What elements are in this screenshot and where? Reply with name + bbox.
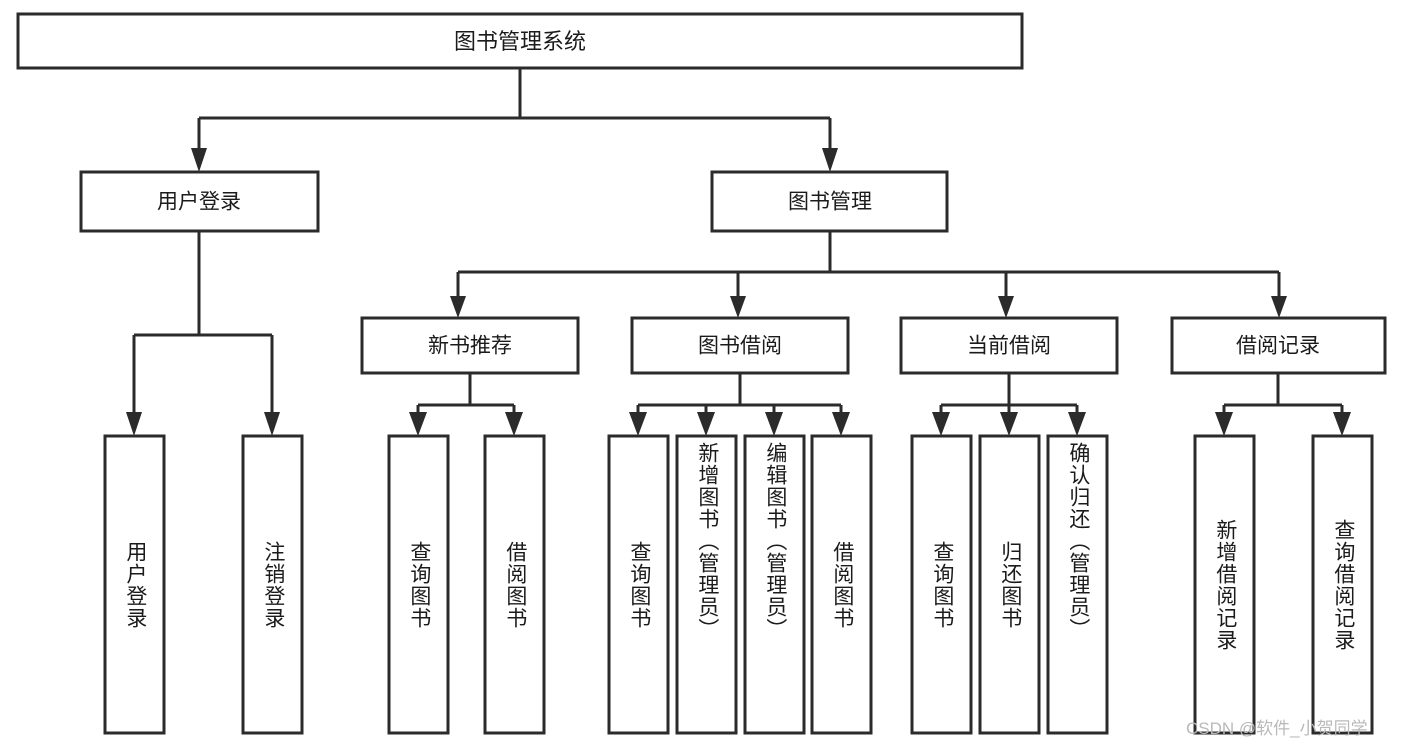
- arrow-head-icon: [409, 412, 427, 436]
- arrow-head-icon: [765, 412, 783, 436]
- arrow-head-icon: [191, 148, 207, 172]
- node-book-management[interactable]: 图书管理: [710, 170, 949, 233]
- user-login-label: 用户登录: [157, 191, 241, 214]
- borrow-record-label: 借阅记录: [1236, 335, 1320, 358]
- arrow-head-icon: [264, 412, 280, 436]
- arrow-head-icon: [1215, 412, 1233, 436]
- arrow-head-icon: [1271, 296, 1287, 318]
- root-box[interactable]: [16, 12, 1024, 70]
- leaf-box-borrow-book-recommend[interactable]: [483, 434, 546, 735]
- arrow-head-icon: [629, 412, 647, 436]
- leaf-box-query-book-current[interactable]: [910, 434, 973, 735]
- connector-root-to-level2: [191, 68, 838, 172]
- current-borrow-box[interactable]: [899, 316, 1119, 375]
- leaf-box-logout[interactable]: [241, 434, 304, 735]
- arrow-head-icon: [1068, 412, 1086, 436]
- node-current-borrow[interactable]: 当前借阅: [899, 316, 1119, 375]
- arrow-head-icon: [126, 412, 142, 436]
- current-borrow-label: 当前借阅: [967, 335, 1051, 358]
- leaf-box-query-borrow-record[interactable]: [1311, 434, 1374, 735]
- arrow-head-icon: [932, 412, 950, 436]
- arrow-head-icon: [1333, 412, 1351, 436]
- arrow-head-icon: [697, 412, 715, 436]
- leaf-box-query-book-borrow[interactable]: [607, 434, 670, 735]
- arrow-head-icon: [998, 296, 1014, 318]
- user-login-box[interactable]: [79, 170, 320, 233]
- node-user-login[interactable]: 用户登录: [79, 170, 320, 233]
- arrow-head-icon: [730, 296, 746, 318]
- root-label: 图书管理系统: [454, 29, 586, 54]
- arrow-head-icon: [832, 412, 850, 436]
- new-book-recommend-label: 新书推荐: [428, 335, 512, 358]
- leaf-box-query-book-recommend[interactable]: [387, 434, 450, 735]
- leaf-box-return-book[interactable]: [978, 434, 1041, 735]
- arrow-head-icon: [1000, 412, 1018, 436]
- book-management-label: 图书管理: [788, 191, 872, 214]
- leaf-box-edit-book-admin[interactable]: [743, 434, 806, 735]
- node-new-book-recommend[interactable]: 新书推荐: [360, 316, 580, 375]
- leaf-box-confirm-return-admin[interactable]: [1046, 434, 1109, 735]
- node-book-borrow[interactable]: 图书借阅: [630, 316, 850, 375]
- connector-borrow-record-to-leaves: [1215, 373, 1351, 436]
- book-borrow-label: 图书借阅: [698, 335, 782, 358]
- connector-book-borrow-to-leaves: [629, 373, 850, 436]
- connector-new-book-recommend-to-leaves: [409, 373, 523, 436]
- arrow-head-icon: [450, 296, 466, 318]
- new-book-recommend-box[interactable]: [360, 316, 580, 375]
- arrow-head-icon: [505, 412, 523, 436]
- leaf-box-add-borrow-record[interactable]: [1193, 434, 1256, 735]
- leaf-box-add-book-admin[interactable]: [675, 434, 738, 735]
- leaf-box-borrow-book[interactable]: [810, 434, 873, 735]
- connector-book-management-to-level3: [450, 231, 1287, 318]
- connector-current-borrow-to-leaves: [932, 373, 1086, 436]
- node-root[interactable]: 图书管理系统: [16, 12, 1024, 70]
- leaf-box-user-login[interactable]: [103, 434, 166, 735]
- node-borrow-record[interactable]: 借阅记录: [1170, 316, 1387, 375]
- connector-user-login-to-leaves: [126, 231, 280, 436]
- arrow-head-icon: [822, 148, 838, 172]
